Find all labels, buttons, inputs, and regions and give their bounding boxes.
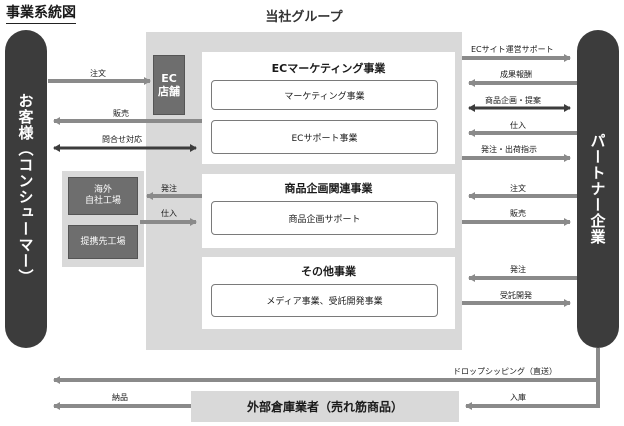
label-order-shipping: 発注・出荷指示: [481, 145, 537, 154]
sub-product-planning-support: 商品企画サポート: [211, 201, 438, 235]
label-partner-order: 注文: [510, 184, 526, 193]
partners-pillar: パートナー企業: [577, 30, 619, 348]
customers-label: お客様（コンシューマー）: [16, 93, 35, 285]
label-supply-partner: 仕入: [510, 121, 526, 130]
section-ec-marketing-title: ECマーケティング事業: [271, 62, 386, 75]
sub-marketing: マーケティング事業: [211, 80, 438, 110]
label-partner-order2: 発注: [510, 265, 526, 274]
label-drop-shipping: ドロップシッピング（直送）: [453, 367, 557, 376]
label-warehousing: 入庫: [510, 393, 526, 402]
label-factory-supply: 仕入: [161, 209, 177, 218]
ec-store-box: EC店舗: [153, 55, 185, 115]
label-result-reward: 成果報酬: [500, 70, 532, 79]
diagram-heading: 事業系統図: [6, 2, 76, 24]
factory-overseas: 海外 自社工場: [68, 177, 138, 215]
label-contract-dev: 受託開発: [500, 291, 532, 300]
sub-ec-support: ECサポート事業: [211, 120, 438, 154]
section-other-title: その他事業: [301, 265, 356, 278]
label-order-in: 注文: [90, 69, 106, 78]
factory-partner: 提携先工場: [68, 225, 138, 259]
label-product-proposal: 商品企画・提案: [485, 96, 541, 105]
label-ec-site-ops: ECサイト運営サポート: [471, 45, 554, 54]
warehouse-box: 外部倉庫業者（売れ筋商品）: [191, 391, 459, 422]
partners-label: パートナー企業: [588, 133, 607, 245]
group-title: 当社グループ: [265, 10, 343, 25]
label-inquiry: 問合せ対応: [102, 135, 142, 144]
label-factory-order: 発注: [161, 184, 177, 193]
label-delivery: 納品: [112, 393, 128, 402]
customers-pillar: お客様（コンシューマー）: [5, 30, 47, 348]
arrow-warehousing: [465, 348, 600, 410]
label-sales-out: 販売: [113, 109, 129, 118]
sub-media-contract: メディア事業、受託開発事業: [211, 284, 438, 317]
section-product-planning-title: 商品企画関連事業: [284, 182, 373, 195]
ec-store-label: EC店舗: [158, 72, 180, 98]
label-partner-sales: 販売: [510, 209, 526, 218]
